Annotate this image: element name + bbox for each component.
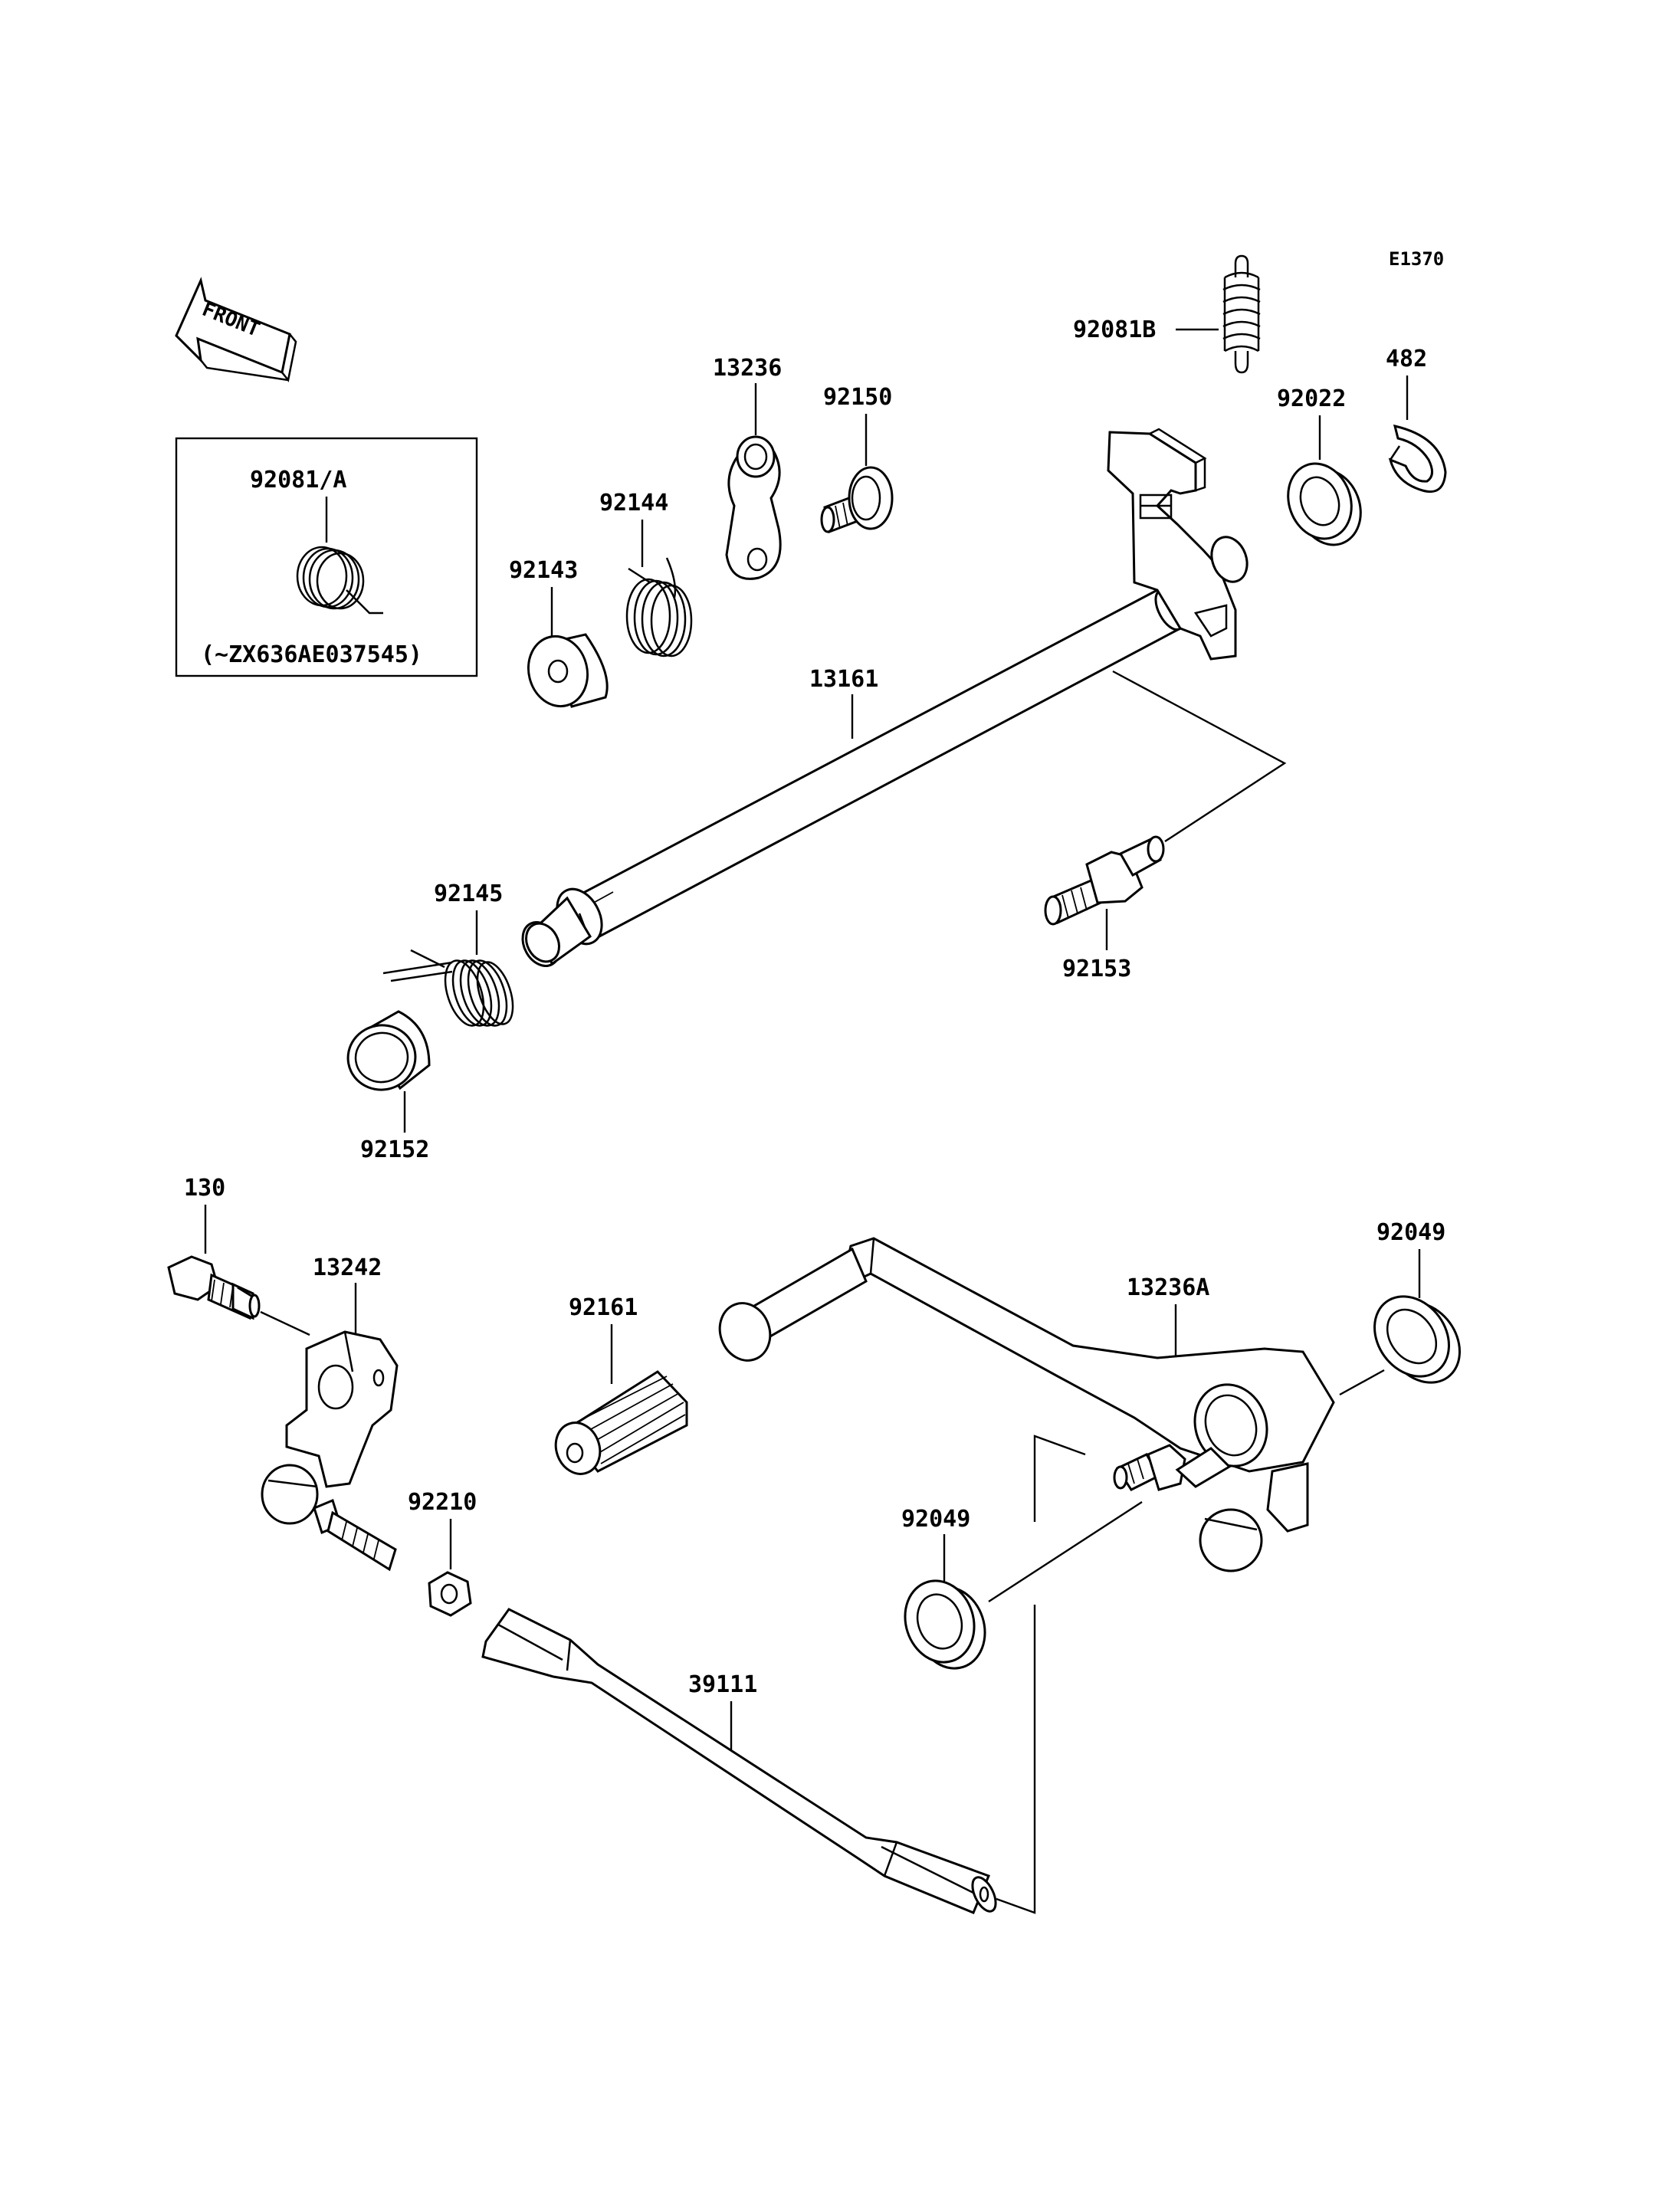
label-13236a: 13236A bbox=[1127, 1274, 1209, 1301]
nut-icon bbox=[428, 1571, 472, 1617]
washer-icon bbox=[904, 1579, 986, 1670]
shift-shaft-icon bbox=[521, 428, 1249, 967]
shift-arm-icon bbox=[725, 435, 782, 580]
label-92150: 92150 bbox=[823, 384, 892, 411]
label-13236: 13236 bbox=[713, 355, 782, 382]
inset-note: (~ZX636AE037545) bbox=[201, 641, 422, 668]
washer-icon bbox=[1287, 462, 1362, 546]
shift-pedal-icon bbox=[718, 1237, 1335, 1533]
tie-rod-icon bbox=[481, 1608, 997, 1914]
torsion-spring-icon bbox=[296, 546, 383, 615]
label-92049-lower: 92049 bbox=[901, 1506, 970, 1533]
label-130: 130 bbox=[184, 1175, 225, 1202]
inset-box bbox=[175, 437, 478, 677]
coil-spring-icon bbox=[1222, 254, 1261, 374]
washer-icon bbox=[1373, 1295, 1461, 1384]
label-39111: 39111 bbox=[688, 1671, 757, 1698]
stud-bolt-icon bbox=[1044, 835, 1165, 926]
bolt-icon bbox=[313, 1498, 397, 1572]
shift-lever-icon bbox=[261, 1330, 399, 1525]
return-spring-icon bbox=[625, 557, 693, 657]
pin-bolt-icon bbox=[820, 466, 894, 534]
ball-joint-icon bbox=[1113, 1444, 1263, 1572]
label-92161: 92161 bbox=[569, 1294, 638, 1321]
label-13242: 13242 bbox=[313, 1254, 382, 1281]
label-92210: 92210 bbox=[408, 1489, 477, 1516]
front-arrow-icon: FRONT bbox=[175, 277, 297, 382]
label-92081a: 92081/A bbox=[250, 467, 346, 494]
label-92022: 92022 bbox=[1277, 385, 1346, 412]
label-92145: 92145 bbox=[434, 880, 503, 907]
bolt-icon bbox=[167, 1255, 261, 1320]
label-92153: 92153 bbox=[1062, 956, 1131, 982]
footpeg-rubber-icon bbox=[554, 1370, 688, 1475]
label-92152: 92152 bbox=[360, 1136, 429, 1163]
circlip-icon bbox=[1388, 424, 1447, 493]
collar-icon bbox=[527, 633, 609, 708]
torsion-spring-icon bbox=[382, 949, 514, 1027]
label-13161: 13161 bbox=[809, 666, 878, 693]
label-92049-upper: 92049 bbox=[1376, 1219, 1445, 1246]
label-92143: 92143 bbox=[509, 557, 578, 584]
label-92144: 92144 bbox=[599, 490, 668, 516]
label-92081b: 92081B bbox=[1073, 316, 1156, 343]
diagram-code: E1370 bbox=[1389, 248, 1444, 270]
collar-icon bbox=[346, 1010, 431, 1091]
label-482: 482 bbox=[1386, 346, 1427, 372]
